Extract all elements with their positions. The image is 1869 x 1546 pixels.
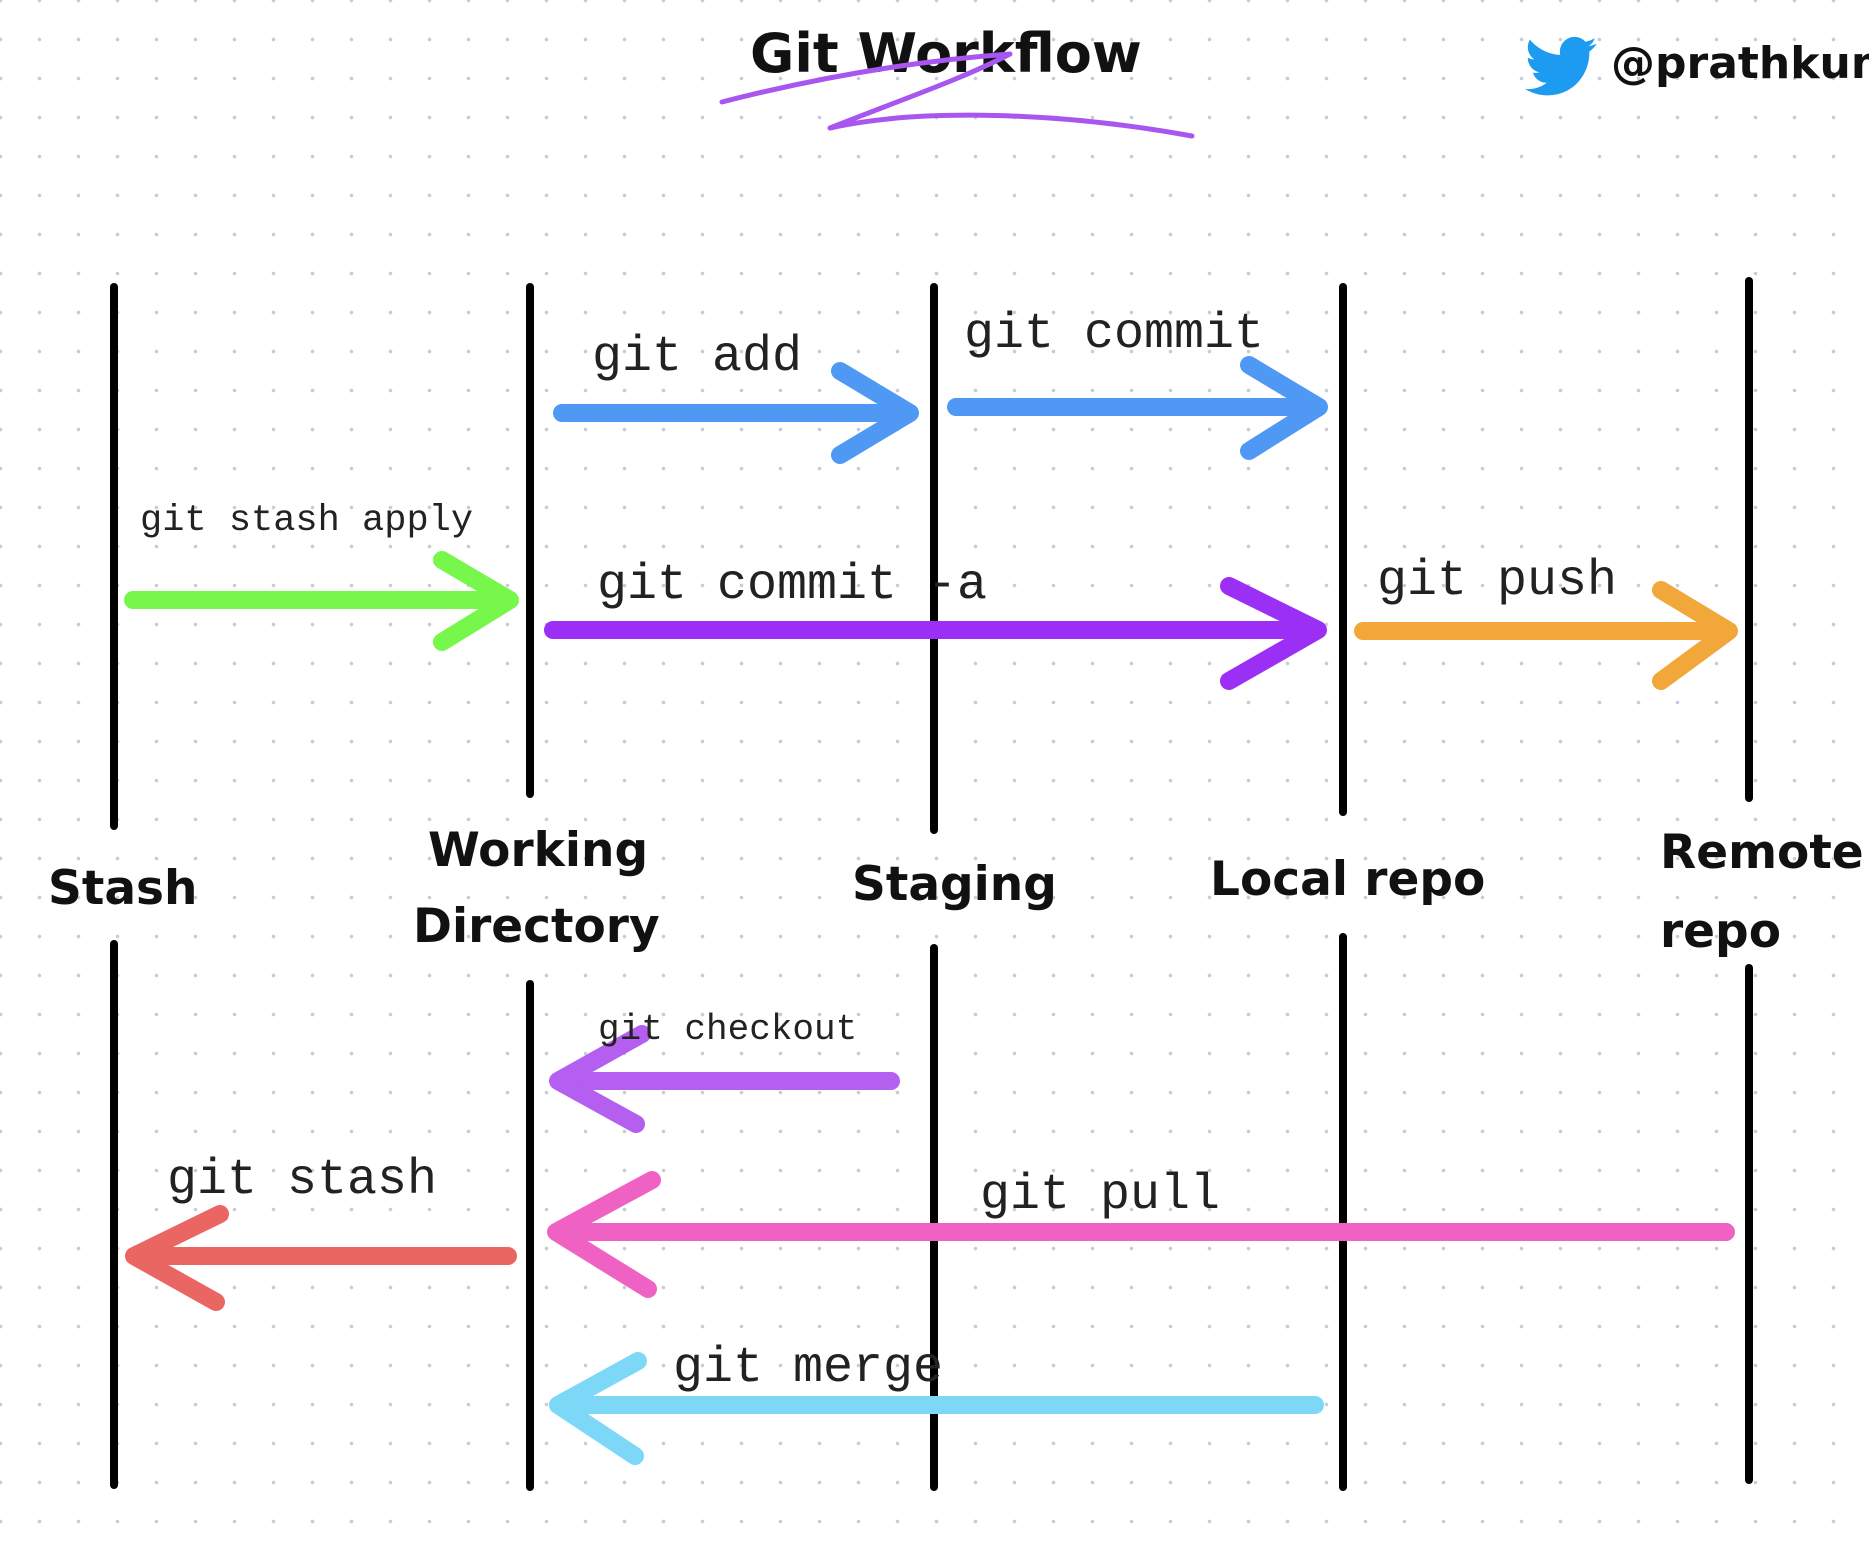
arrow-git-stash — [125, 1205, 517, 1311]
label-git-commit-a: git commit -a — [597, 557, 987, 614]
command-labels: git add git commit git stash apply git c… — [140, 306, 1617, 1397]
arrow-git-pull-head — [547, 1171, 661, 1298]
area-label-remote-line-1: Remote — [1660, 825, 1864, 880]
label-git-merge: git merge — [673, 1340, 943, 1397]
area-label-stash-line: Stash — [48, 861, 197, 916]
arrow-git-checkout-head — [549, 1025, 651, 1133]
arrow-git-merge-head — [549, 1352, 647, 1465]
diagram-title: Git Workflow — [750, 22, 1142, 85]
twitter-bird-icon — [1524, 36, 1597, 96]
command-arrows — [124, 356, 1738, 1465]
arrow-git-commit — [947, 356, 1328, 460]
label-git-push: git push — [1377, 553, 1617, 610]
arrow-git-add-head — [831, 362, 919, 464]
arrow-git-commit-a-head — [1220, 577, 1327, 690]
arrow-git-merge — [549, 1352, 1324, 1465]
area-labels: Stash Working Directory Staging Local re… — [48, 823, 1869, 959]
area-label-staging: Staging — [852, 857, 1057, 912]
label-git-commit: git commit — [964, 306, 1264, 363]
title-scribble — [719, 51, 1195, 139]
label-git-add: git add — [592, 329, 802, 386]
arrow-git-stash-apply-head — [433, 551, 519, 651]
author-handle-group: @prathkum — [1524, 36, 1869, 96]
area-label-working-line-1: Working — [428, 823, 648, 878]
arrow-git-commit-a — [544, 577, 1327, 690]
arrow-git-checkout — [549, 1025, 900, 1133]
title-group: Git Workflow — [719, 22, 1195, 139]
label-git-checkout: git checkout — [598, 1009, 857, 1050]
area-label-working-directory: Working Directory — [413, 823, 664, 954]
label-git-stash: git stash — [167, 1152, 437, 1209]
label-git-pull: git pull — [980, 1167, 1220, 1224]
twitter-handle: @prathkum — [1611, 38, 1869, 89]
arrow-git-pull — [547, 1171, 1735, 1298]
arrow-git-push-head — [1652, 581, 1738, 690]
arrow-git-push — [1354, 581, 1738, 690]
arrow-git-commit-head — [1240, 356, 1328, 460]
label-git-stash-apply: git stash apply — [140, 500, 473, 542]
area-label-staging-line: Staging — [852, 857, 1057, 912]
area-label-remote-line-2: repo — [1660, 904, 1781, 959]
area-label-stash: Stash — [48, 861, 197, 916]
arrow-git-stash-head — [125, 1205, 229, 1311]
arrow-git-add — [553, 362, 919, 464]
arrow-git-stash-apply — [124, 551, 519, 651]
lane-lines — [110, 277, 1753, 1491]
area-label-working-line-2: Directory — [413, 899, 660, 954]
area-label-remote-repo: Remote repo — [1660, 825, 1869, 959]
area-label-local-repo: Local repo — [1210, 852, 1485, 907]
area-label-local-line: Local repo — [1210, 852, 1485, 907]
